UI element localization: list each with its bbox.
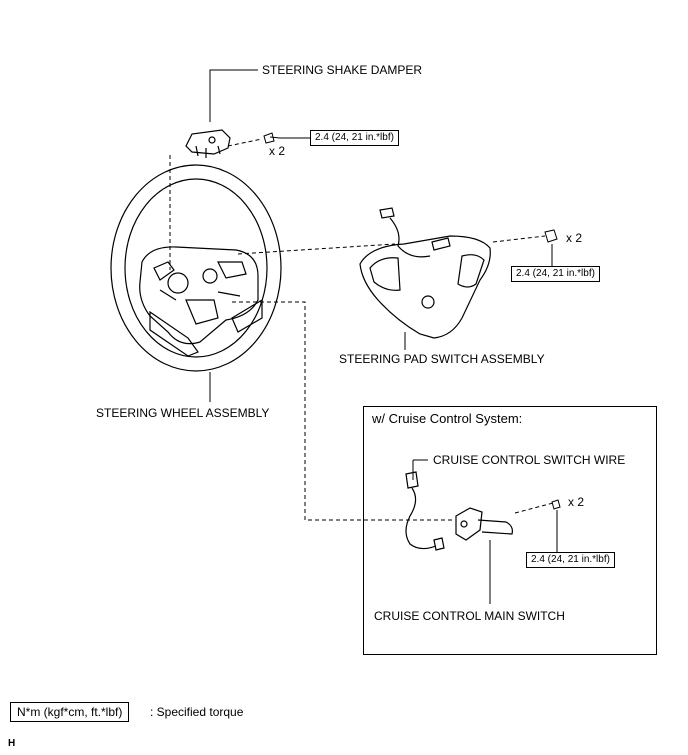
- shake-damper-leader: [209, 69, 258, 122]
- shake-damper-label: STEERING SHAKE DAMPER: [262, 63, 423, 77]
- cruise-control-inset: [363, 406, 657, 655]
- cruise-dashed-guide: [232, 301, 455, 521]
- pad-torque-box: 2.4 (24, 21 in.*lbf): [511, 266, 600, 282]
- legend-unit-box: N*m (kgf*cm, ft.*lbf): [10, 702, 130, 722]
- figure-code: H: [8, 738, 16, 749]
- cruise-main-switch-drawing: [455, 507, 513, 541]
- cruise-wire-drawing: [405, 471, 445, 551]
- shake-damper-drawing: [185, 129, 231, 158]
- cruise-bolt: [551, 499, 561, 510]
- pad-bolt: [544, 229, 558, 243]
- damper-quantity: x 2: [269, 144, 286, 158]
- pad-dashed-guide: [237, 243, 396, 255]
- damper-torque-box: 2.4 (24, 21 in.*lbf): [310, 130, 399, 146]
- cruise-quantity: x 2: [568, 495, 585, 509]
- inset-title: w/ Cruise Control System:: [372, 411, 523, 426]
- wheel-label: STEERING WHEEL ASSEMBLY: [96, 406, 270, 420]
- steering-wheel-drawing: [110, 164, 282, 372]
- damper-bolt: [263, 132, 281, 144]
- pad-quantity: x 2: [566, 231, 583, 245]
- cruise-main-label: CRUISE CONTROL MAIN SWITCH: [374, 609, 565, 623]
- pad-switch-label: STEERING PAD SWITCH ASSEMBLY: [339, 352, 545, 366]
- cruise-wire-label: CRUISE CONTROL SWITCH WIRE: [433, 453, 626, 467]
- cruise-torque-box: 2.4 (24, 21 in.*lbf): [526, 552, 615, 568]
- pad-switch-drawing: [359, 207, 491, 339]
- legend-meaning: : Specified torque: [150, 705, 244, 719]
